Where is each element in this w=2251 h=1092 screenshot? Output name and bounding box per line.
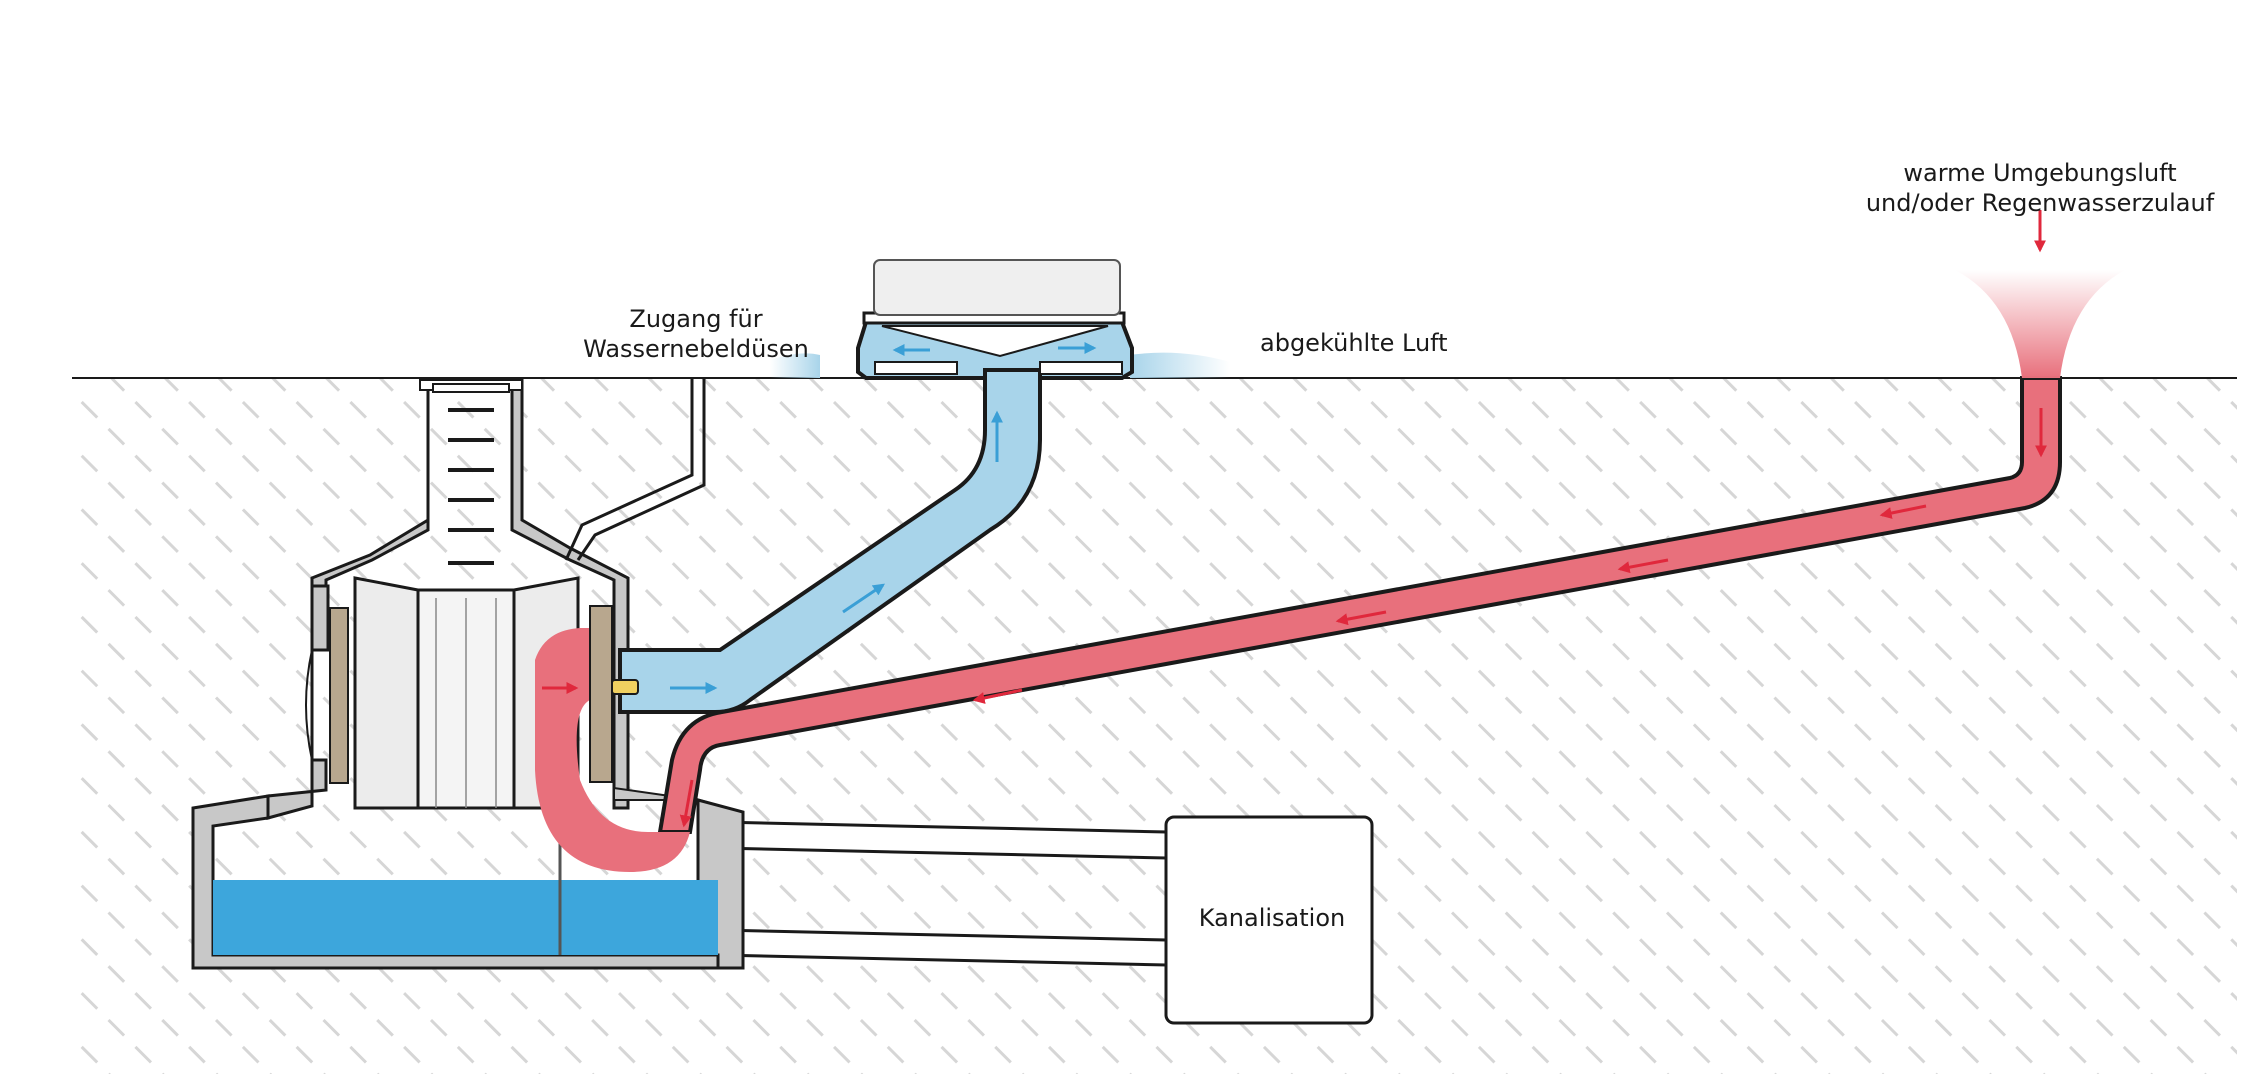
cistern-water	[213, 880, 718, 955]
label-nozzle-access: Zugang für Wassernebeldüsen	[546, 304, 846, 364]
label-warm-air-line1: warme Umgebungsluft	[1903, 159, 2177, 187]
label-warm-air-line2: und/oder Regenwasserzulauf	[1865, 189, 2215, 217]
label-nozzle-access-line1: Zugang für	[629, 305, 763, 333]
filter-pad	[589, 605, 613, 783]
flow-arrows-cool	[670, 342, 1097, 694]
cistern	[191, 794, 745, 970]
label-sewer: Kanalisation	[1198, 904, 1346, 932]
label-warm-air-intake: warme Umgebungsluft und/oder Regenwasser…	[1840, 158, 2240, 218]
nozzle	[611, 679, 639, 695]
outlet-cover	[873, 259, 1121, 316]
sewer-connection	[716, 815, 1374, 1025]
label-cooled-air: abgekühlte Luft	[1260, 329, 1448, 357]
sewer-box	[1164, 815, 1374, 1025]
nozzle-access-tube	[564, 378, 706, 561]
intake-funnel	[1955, 270, 2125, 378]
air-outlet	[770, 259, 1230, 380]
label-nozzle-access-line2: Wassernebeldüsen	[583, 335, 809, 363]
access-shaft	[266, 378, 699, 820]
flow-arrows-warm	[542, 210, 2047, 828]
